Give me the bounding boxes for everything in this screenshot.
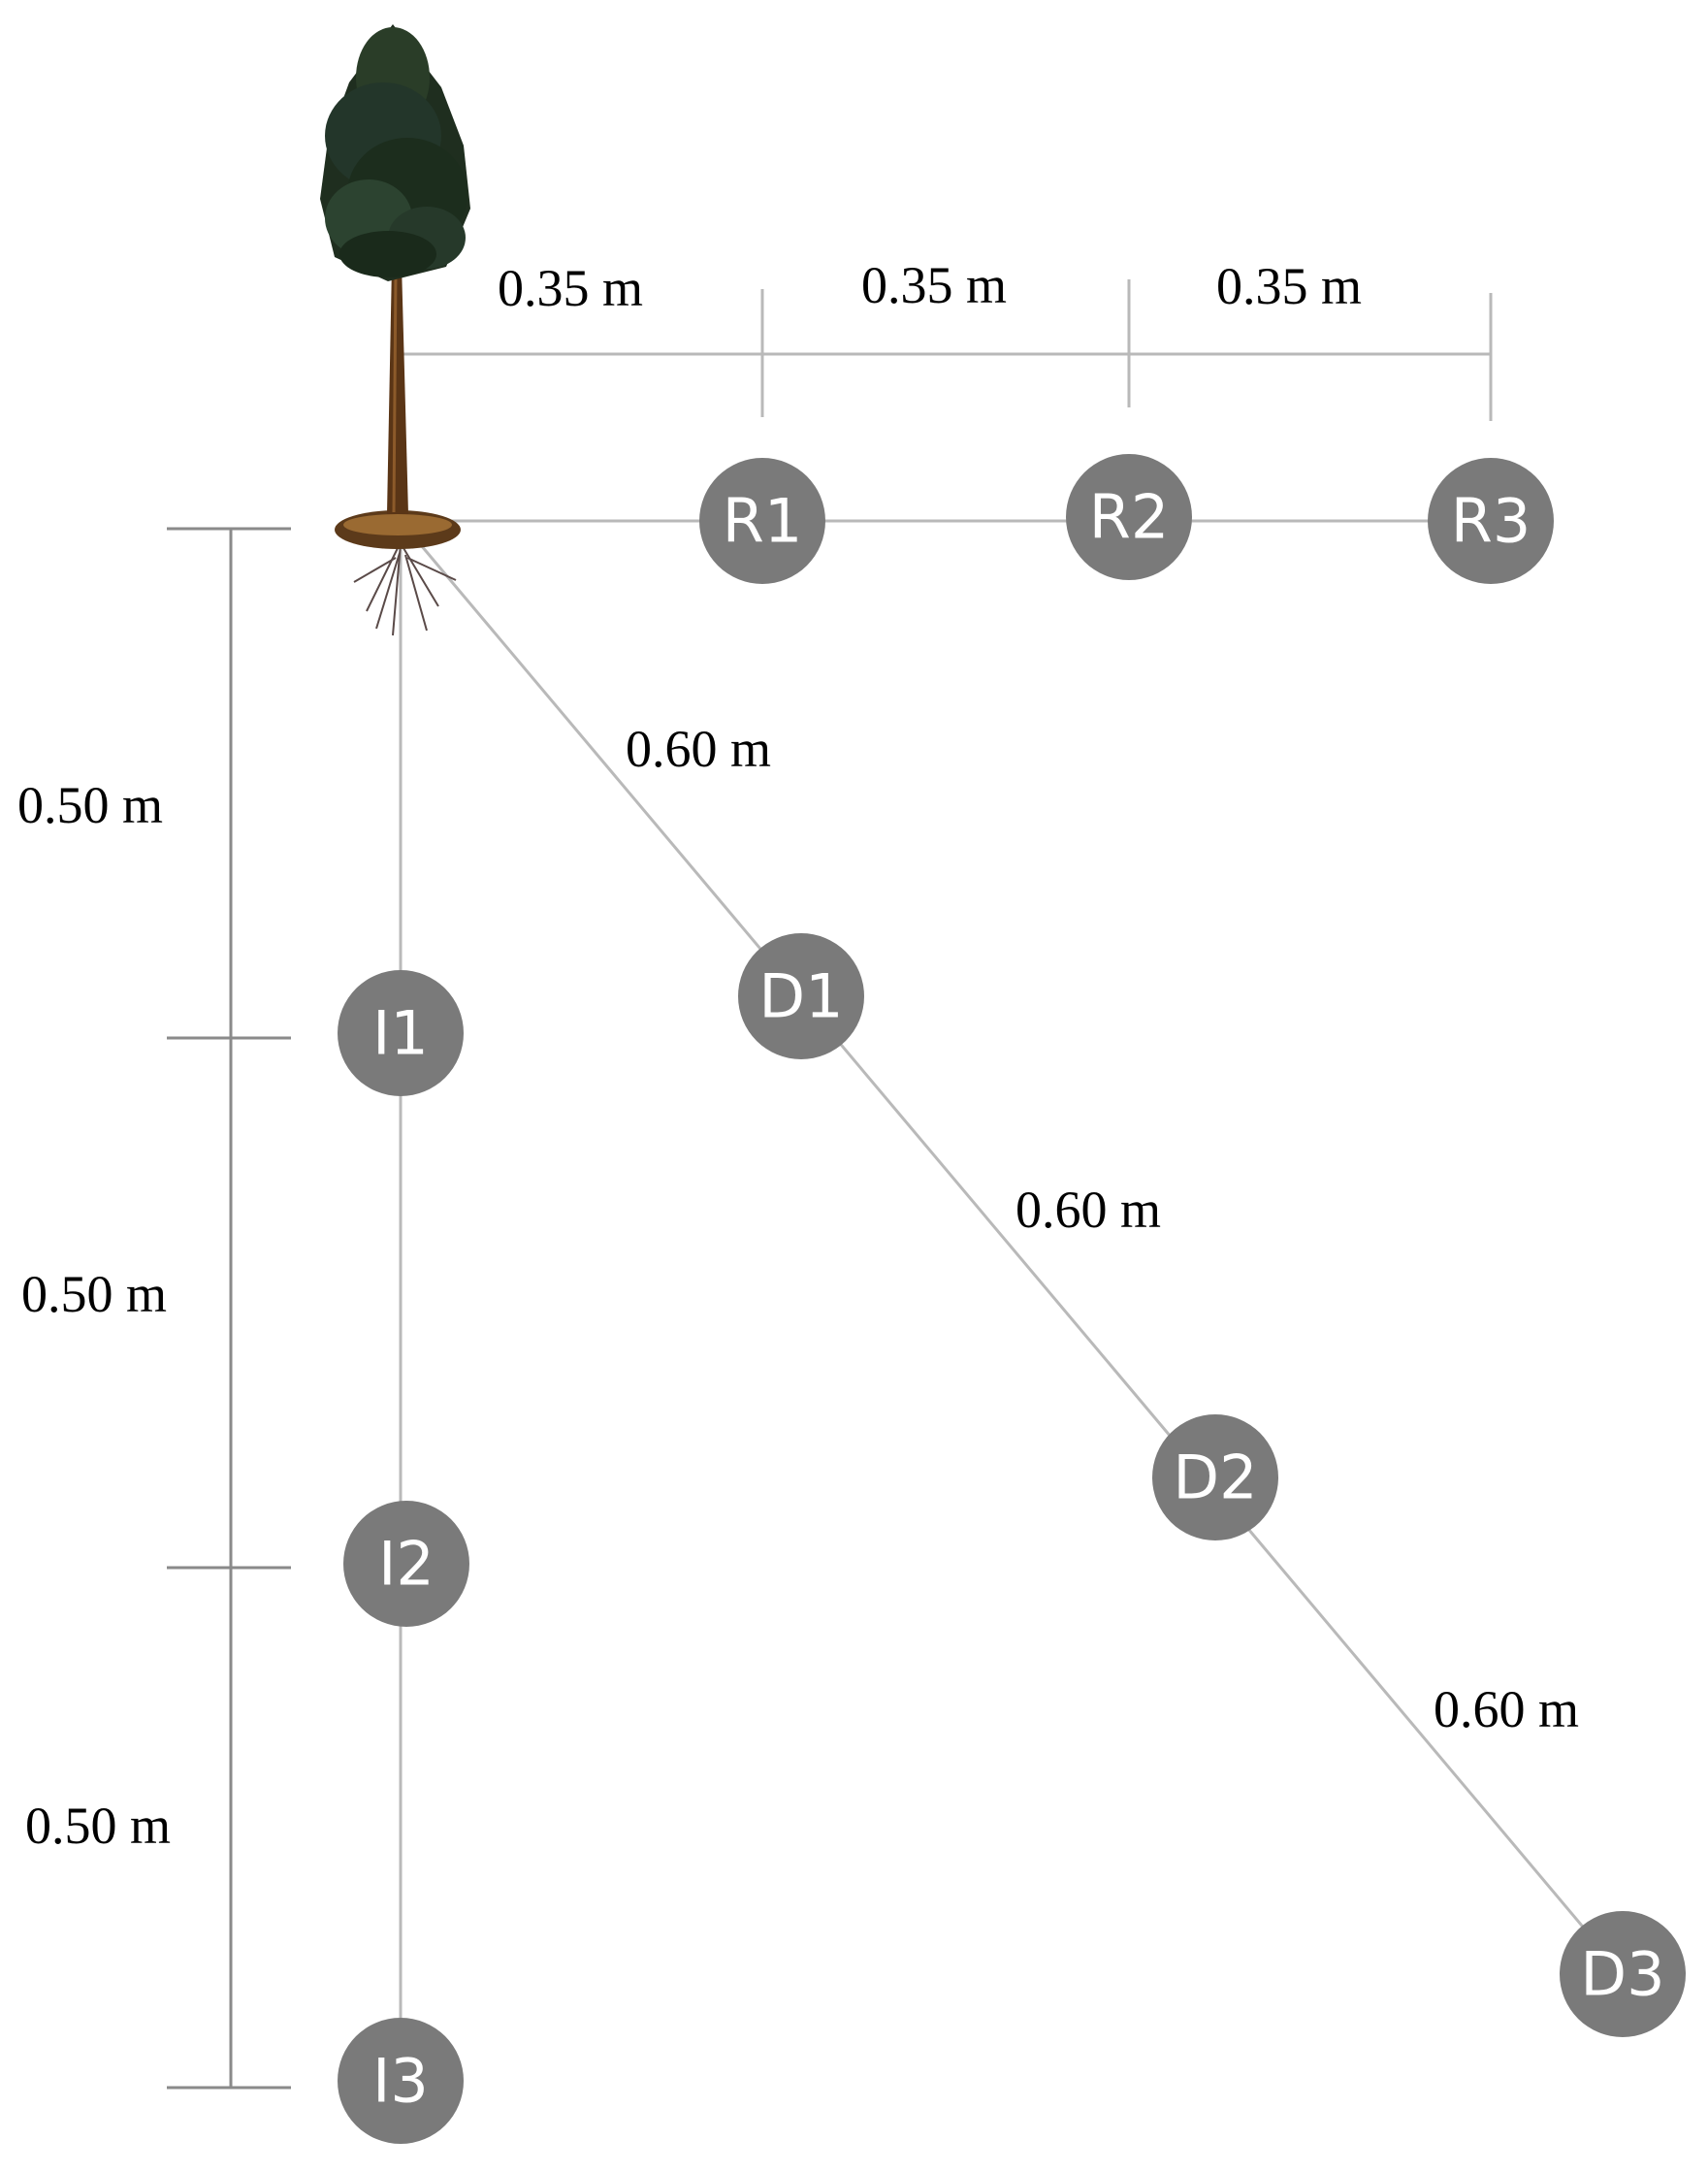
node-I3: I3	[338, 2018, 464, 2144]
left-scale	[167, 527, 291, 2090]
node-R3: R3	[1428, 458, 1554, 584]
connectors	[399, 519, 1625, 2076]
node-R2: R2	[1066, 454, 1192, 580]
node-R2-circle	[1066, 454, 1192, 580]
row-distance-3: 0.35 m	[1216, 257, 1362, 315]
node-D1-circle	[738, 933, 864, 1059]
node-D3: D3	[1560, 1911, 1686, 2037]
diagonal-distance-3: 0.60 m	[1434, 1680, 1579, 1738]
node-D2: D2	[1152, 1414, 1278, 1540]
node-I2: I2	[343, 1501, 469, 1627]
node-R3-circle	[1428, 458, 1554, 584]
node-D1: D1	[738, 933, 864, 1059]
inline-distance-3: 0.50 m	[25, 1797, 171, 1855]
row-distance-1: 0.35 m	[498, 259, 643, 317]
node-I1: I1	[338, 970, 464, 1096]
top-dimension	[401, 279, 1493, 421]
node-D2-label: D2	[1173, 1443, 1257, 1513]
node-I3-label: I3	[372, 2046, 429, 2117]
inline-distance-1: 0.50 m	[17, 776, 163, 834]
row-distance-2: 0.35 m	[861, 256, 1007, 314]
inline-distance-2: 0.50 m	[21, 1265, 167, 1323]
diagonal-connector	[399, 520, 1625, 1975]
node-I1-circle	[338, 970, 464, 1096]
node-R2-label: R2	[1089, 482, 1170, 553]
diagonal-distance-1: 0.60 m	[626, 720, 771, 778]
node-D3-label: D3	[1580, 1939, 1664, 2010]
node-R1: R1	[699, 458, 825, 584]
node-D1-label: D1	[758, 961, 843, 1032]
node-I1-label: I1	[372, 998, 429, 1069]
node-I2-label: I2	[378, 1529, 435, 1600]
node-I3-circle	[338, 2018, 464, 2144]
node-I2-circle	[343, 1501, 469, 1627]
node-R3-label: R3	[1451, 486, 1531, 557]
node-D2-circle	[1152, 1414, 1278, 1540]
node-D3-circle	[1560, 1911, 1686, 2037]
tree-icon	[320, 24, 470, 636]
node-R1-label: R1	[723, 486, 803, 557]
distance-labels: 0.35 m 0.35 m 0.35 m 0.50 m 0.50 m 0.50 …	[17, 256, 1579, 1855]
diagonal-distance-2: 0.60 m	[1015, 1181, 1161, 1239]
node-R1-circle	[699, 458, 825, 584]
